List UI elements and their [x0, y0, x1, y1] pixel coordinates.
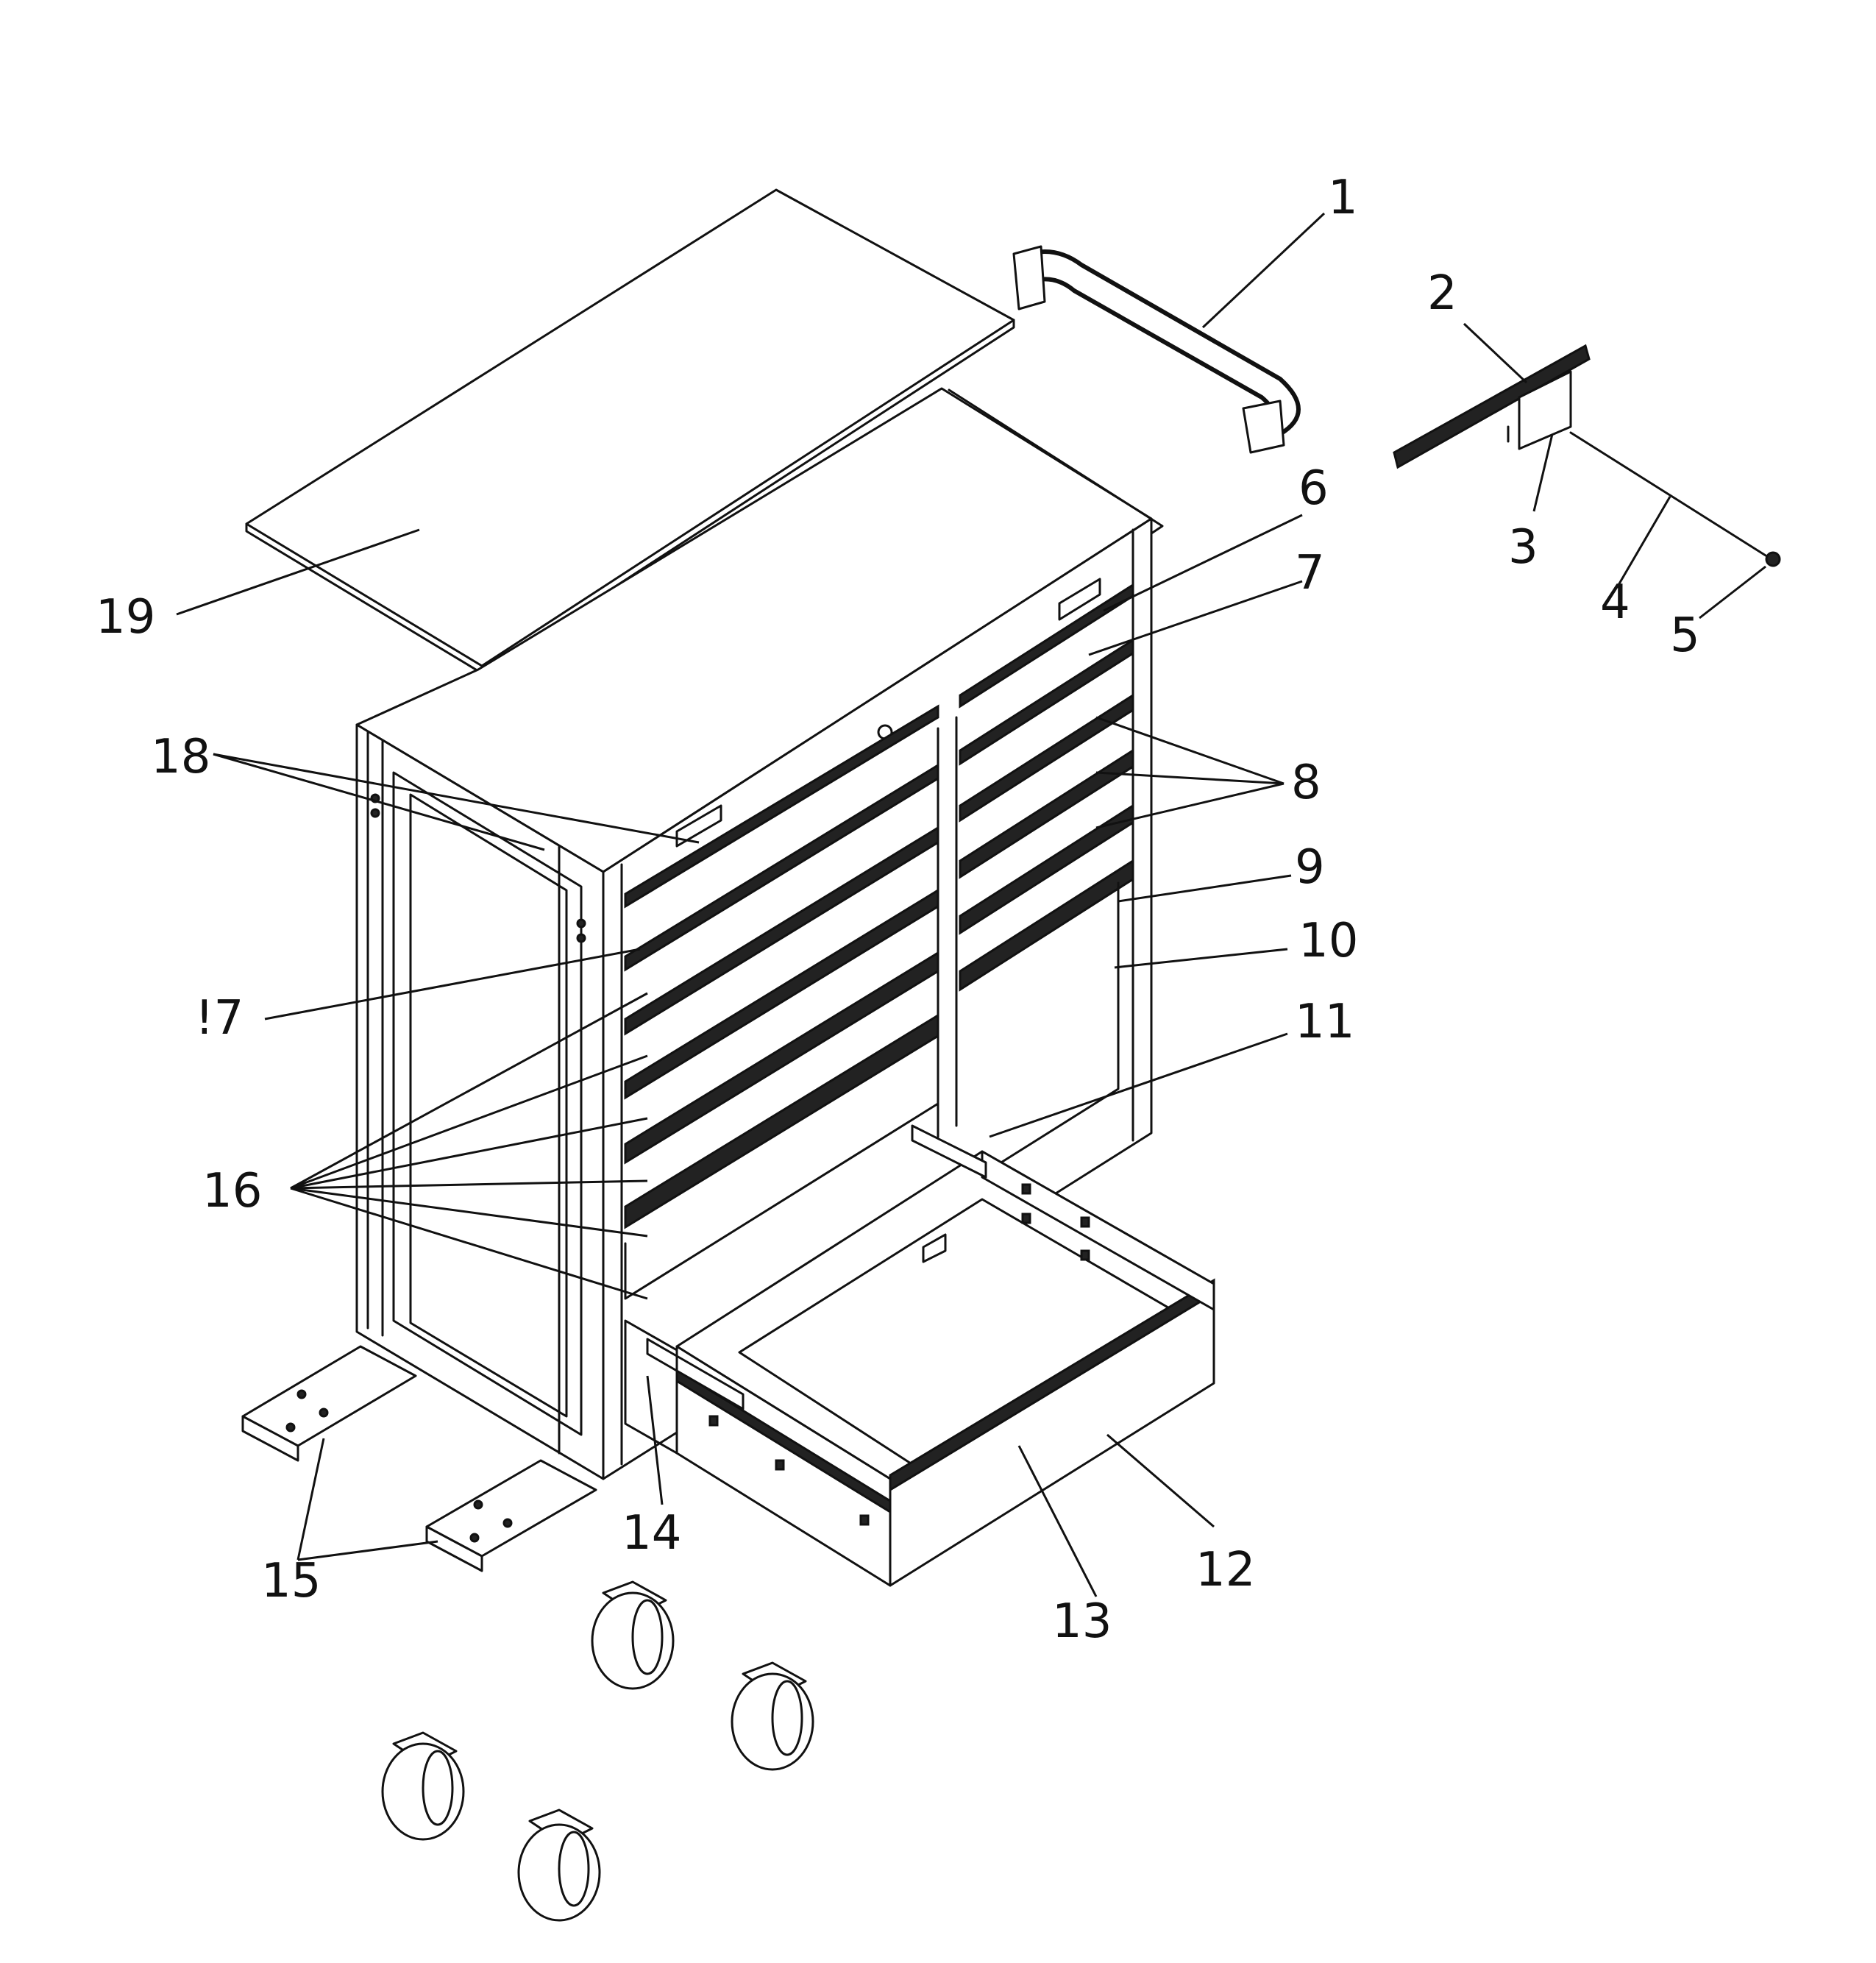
caster-3 — [381, 1731, 465, 1841]
casters — [381, 1580, 814, 1922]
caster-4 — [517, 1808, 601, 1922]
callout-17: !7 — [195, 991, 244, 1046]
callout-11: 11 — [1295, 995, 1354, 1049]
callout-5: 5 — [1670, 608, 1700, 663]
part-2-3-rail-bracket — [1393, 344, 1591, 469]
callout-19: 19 — [96, 590, 155, 645]
part-4-5-rod-knob — [1569, 431, 1781, 567]
caster-2 — [731, 1661, 814, 1771]
callout-13: 13 — [1052, 1594, 1112, 1649]
part-1-handle — [1012, 245, 1301, 454]
callout-6: 6 — [1298, 461, 1329, 516]
callout-16: 16 — [202, 1164, 262, 1218]
callout-8: 8 — [1291, 756, 1321, 810]
part-15-base-plates — [241, 1345, 597, 1572]
callout-14: 14 — [622, 1506, 681, 1561]
callout-1: 1 — [1328, 171, 1358, 225]
callout-2: 2 — [1427, 266, 1457, 321]
caster-1 — [591, 1580, 675, 1690]
right-drawers — [959, 583, 1134, 1190]
callout-7: 7 — [1295, 546, 1325, 600]
callout-9: 9 — [1295, 840, 1325, 895]
callout-10: 10 — [1298, 914, 1358, 968]
callout-labels: 1 2 3 4 5 6 7 8 9 10 11 12 13 14 15 16 !… — [96, 171, 1700, 1649]
part-11-14-slides — [624, 1124, 987, 1455]
callout-18: 18 — [151, 730, 210, 784]
leader-lines — [176, 212, 1766, 1597]
callout-4: 4 — [1600, 575, 1630, 630]
callout-12: 12 — [1195, 1543, 1255, 1597]
callout-15: 15 — [261, 1554, 321, 1608]
left-drawers — [624, 704, 939, 1300]
callout-3: 3 — [1508, 520, 1538, 575]
